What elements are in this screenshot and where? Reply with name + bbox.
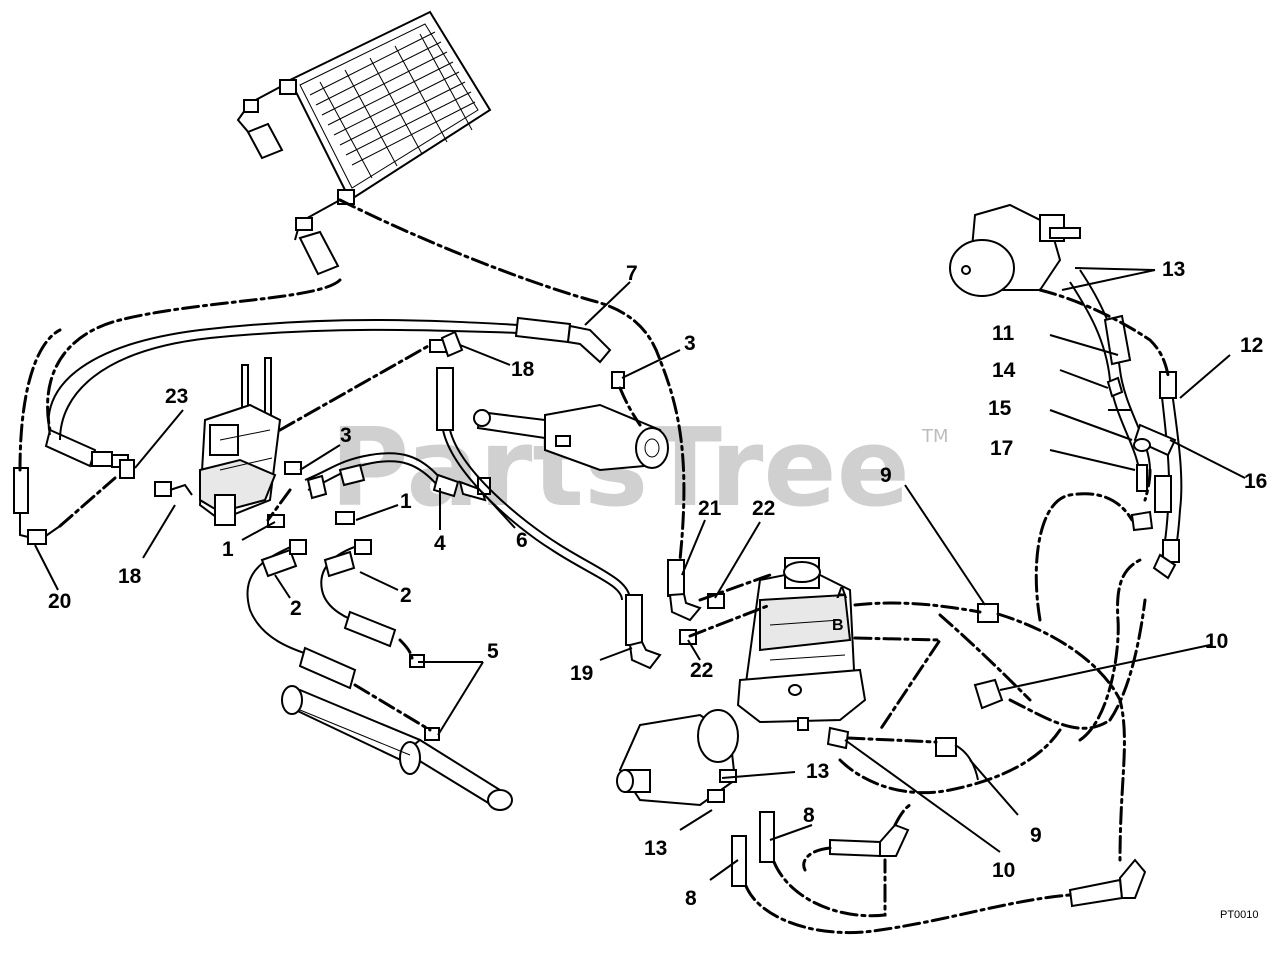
callout-2-right: 2 bbox=[400, 584, 412, 607]
callout-18-lower: 18 bbox=[118, 565, 142, 588]
upper-wheel-motor bbox=[949, 203, 1081, 297]
hose-18-upper-end bbox=[436, 367, 454, 431]
fitting-10-lower bbox=[826, 726, 850, 750]
callout-18-upper: 18 bbox=[511, 358, 535, 381]
watermark-trademark: TM bbox=[921, 426, 949, 447]
callout-6: 6 bbox=[516, 529, 528, 552]
callout-5: 5 bbox=[487, 640, 499, 663]
callout-2-left: 2 bbox=[290, 597, 302, 620]
callout-13-upper: 13 bbox=[1162, 258, 1185, 281]
fitting-10-upper bbox=[973, 678, 1004, 710]
hose-8-left bbox=[731, 835, 747, 887]
callout-23: 23 bbox=[165, 385, 188, 408]
callout-7: 7 bbox=[626, 262, 638, 285]
hose-20-assembly bbox=[13, 467, 61, 545]
hose-19-end bbox=[625, 594, 643, 646]
hose-dash-lines bbox=[18, 198, 1170, 935]
callout-1-left: 1 bbox=[222, 538, 234, 561]
callout-9-upper: 9 bbox=[880, 464, 892, 487]
callout-labels: 7 3 3 18 23 18 1 1 4 6 2 2 5 20 19 21 22… bbox=[48, 258, 1267, 910]
center-cylinder bbox=[473, 403, 669, 472]
lower-drive-motor bbox=[616, 709, 739, 807]
callout-1-right: 1 bbox=[400, 490, 412, 513]
control-valve bbox=[198, 357, 282, 526]
callout-11: 11 bbox=[992, 322, 1015, 345]
callout-10-lower: 10 bbox=[992, 859, 1015, 882]
callout-20: 20 bbox=[48, 590, 71, 613]
callout-14: 14 bbox=[992, 359, 1016, 382]
cooler-hose-fittings bbox=[236, 86, 341, 276]
callout-leaders bbox=[34, 267, 1246, 881]
callout-13-lower: 13 bbox=[644, 837, 667, 860]
drawing-reference-code: PT0010 bbox=[1220, 909, 1259, 921]
lift-cylinder bbox=[281, 685, 513, 811]
hose-clamp bbox=[1133, 423, 1177, 457]
oil-cooler bbox=[279, 10, 492, 205]
callout-16: 16 bbox=[1244, 470, 1267, 493]
hose-11-end bbox=[1103, 314, 1132, 366]
hose-top-left-assembly bbox=[44, 428, 113, 468]
callout-12: 12 bbox=[1240, 334, 1263, 357]
callout-22-upper: 22 bbox=[752, 497, 775, 520]
hose-8-right bbox=[759, 811, 775, 863]
hydraulic-pump bbox=[736, 557, 867, 731]
fitting-9-lower bbox=[935, 737, 957, 757]
callout-22-lower: 22 bbox=[690, 659, 713, 682]
hose-7-end bbox=[514, 316, 572, 344]
callout-21: 21 bbox=[698, 497, 722, 520]
callout-10-right: 10 bbox=[1205, 630, 1228, 653]
hose-21-end bbox=[667, 559, 685, 597]
callout-17: 17 bbox=[990, 437, 1013, 460]
callout-9-lower: 9 bbox=[1030, 824, 1042, 847]
port-label-b: B bbox=[832, 617, 844, 634]
callout-3-left: 3 bbox=[340, 424, 352, 447]
callout-19: 19 bbox=[570, 662, 593, 685]
callout-8-right: 8 bbox=[803, 804, 815, 827]
callout-15: 15 bbox=[988, 397, 1012, 420]
callout-4: 4 bbox=[434, 532, 446, 555]
callout-8-left: 8 bbox=[685, 887, 697, 910]
callout-3-center: 3 bbox=[684, 332, 696, 355]
port-label-a: A bbox=[836, 585, 848, 602]
callout-13-center: 13 bbox=[806, 760, 829, 783]
